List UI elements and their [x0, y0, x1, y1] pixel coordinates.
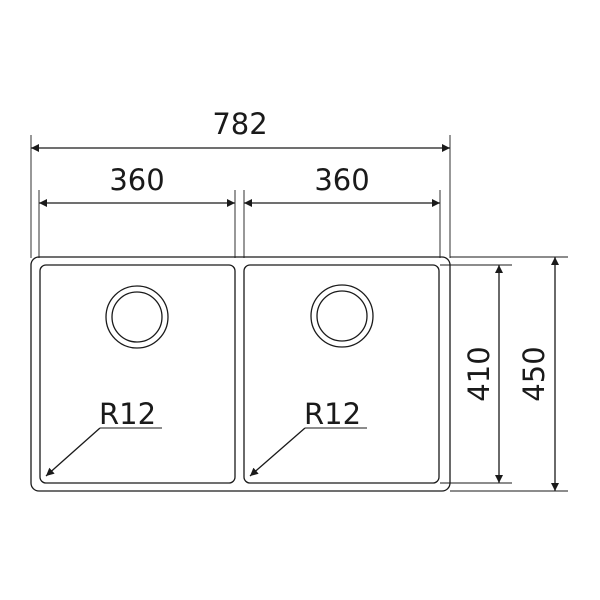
left-bowl-outline — [39, 264, 236, 484]
left-drain-inner-ring — [111, 291, 163, 343]
right-drain-outer-ring — [310, 284, 374, 348]
left-bowl-width-label: 360 — [109, 163, 164, 197]
width-extension-lines — [30, 135, 451, 258]
right-bowl-outline — [243, 264, 440, 484]
bowl-height-dimension: 410 — [462, 265, 503, 483]
overall-width-label: 782 — [212, 107, 267, 141]
bowl-height-label: 410 — [462, 346, 496, 401]
overall-height-label: 450 — [517, 346, 551, 401]
overall-width-dimension: 782 — [31, 107, 450, 152]
left-radius-leader-arrow — [45, 427, 101, 477]
right-drain-inner-ring — [316, 290, 368, 342]
right-bowl: R12 — [243, 264, 440, 484]
left-bowl: R12 — [39, 264, 236, 484]
left-drain-outer-ring — [105, 285, 169, 349]
right-bowl-width-dimension: 360 — [244, 163, 440, 207]
right-corner-radius-label: R12 — [304, 397, 361, 431]
left-corner-radius-label: R12 — [99, 397, 156, 431]
sink-outer-outline — [30, 256, 451, 492]
overall-height-dimension: 450 — [517, 257, 559, 491]
left-bowl-width-dimension: 360 — [39, 163, 235, 207]
right-bowl-width-label: 360 — [314, 163, 369, 197]
right-radius-leader-arrow — [249, 427, 306, 477]
